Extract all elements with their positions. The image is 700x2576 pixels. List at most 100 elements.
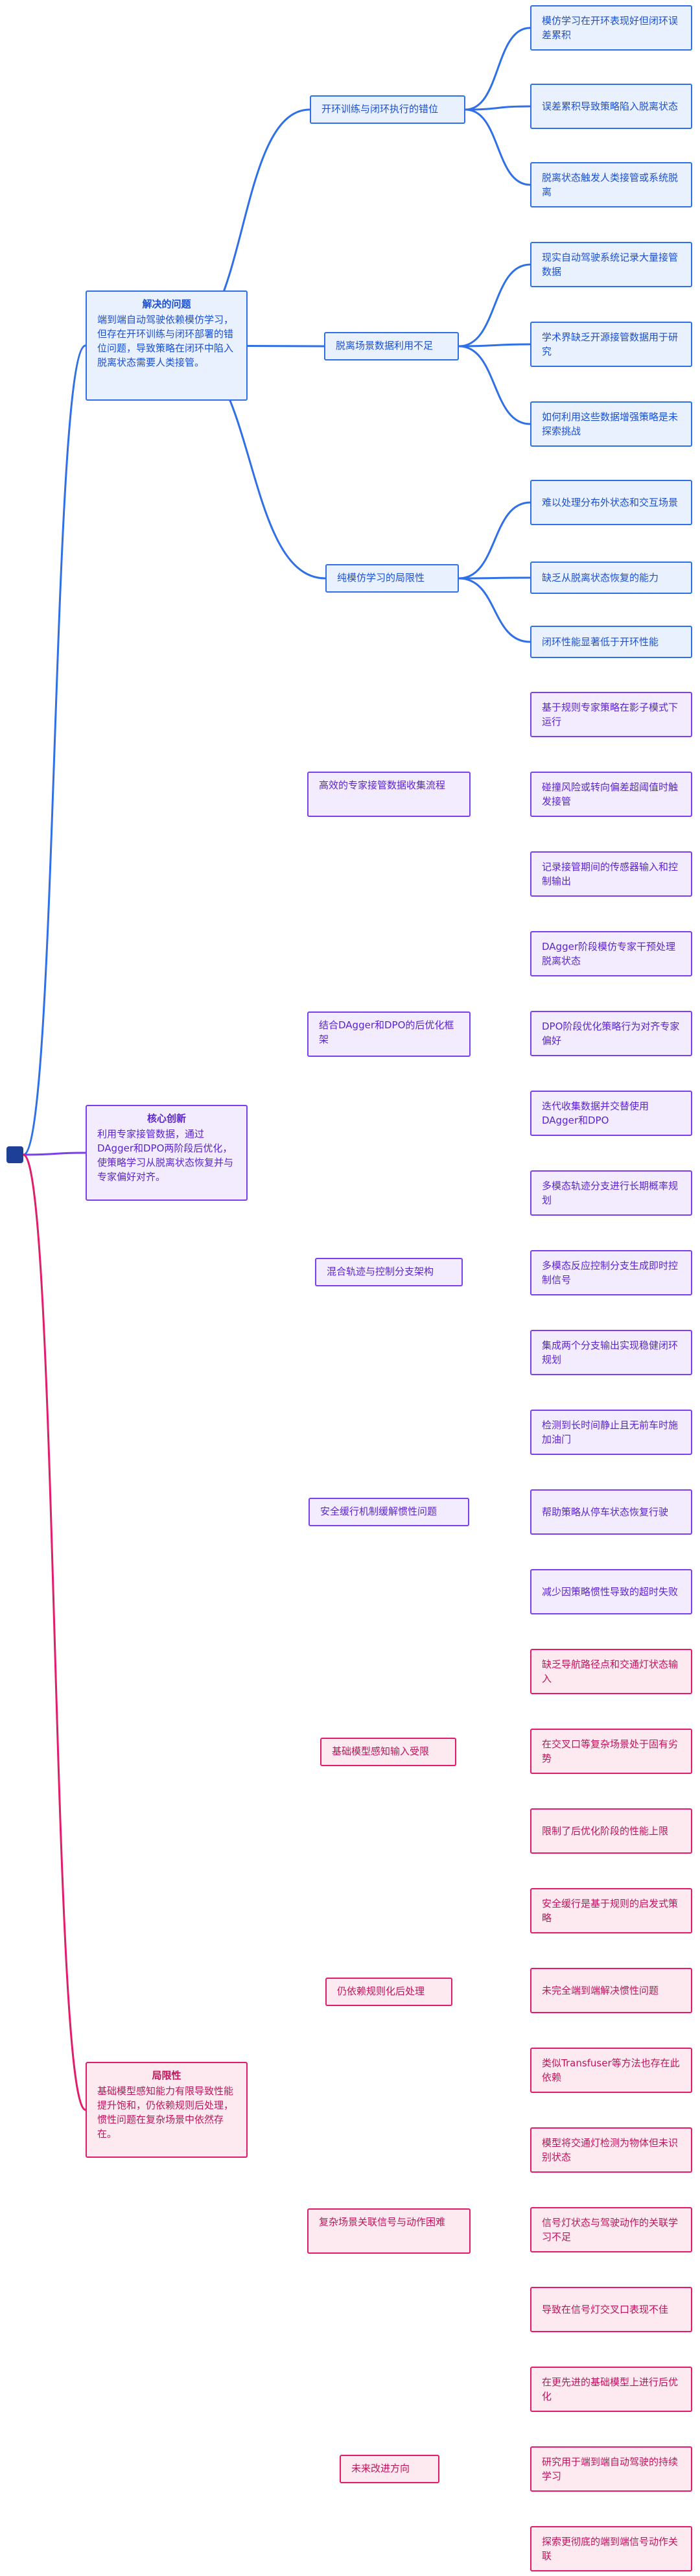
section-title: 局限性 — [152, 2070, 181, 2081]
leaf-label: 帮助策略从停车状态恢复行驶 — [542, 1506, 669, 1518]
connector-line — [471, 2231, 530, 2310]
mid-node[interactable]: 高效的专家接管数据收集流程 — [307, 772, 471, 817]
leaf-label: 集成两个分支输出实现稳健闭环规划 — [542, 1340, 679, 1365]
leaf-node[interactable]: DAgger阶段模仿专家干预处理脱离状态 — [530, 931, 692, 976]
leaf-node[interactable]: 闭环性能显著低于开环性能 — [530, 626, 692, 658]
mid-label: 混合轨迹与控制分支架构 — [327, 1266, 434, 1277]
mid-label: 开环训练与闭环执行的错位 — [321, 103, 439, 115]
mid-node[interactable]: 仍依赖规则化后处理 — [325, 1978, 452, 2006]
leaf-label: 导致在信号灯交叉口表现不佳 — [542, 2304, 669, 2315]
leaf-label: 模型将交通灯检测为物体但未识别状态 — [542, 2137, 679, 2163]
leaf-node[interactable]: 导致在信号灯交叉口表现不佳 — [530, 2287, 692, 2332]
section-innovation[interactable]: 核心创新 利用专家接管数据，通过DAgger和DPO两阶段后优化，使策略学习从脱… — [86, 1105, 248, 1201]
connector-line — [23, 1153, 86, 2111]
leaf-label: 模仿学习在开环表现好但闭环误差累积 — [542, 15, 679, 41]
leaf-label: 在交叉口等复杂场景处于固有劣势 — [542, 1738, 679, 1764]
leaf-node[interactable]: 帮助策略从停车状态恢复行驶 — [530, 1489, 692, 1535]
leaf-node[interactable]: 迭代收集数据并交替使用DAgger和DPO — [530, 1091, 692, 1136]
connector-line — [458, 577, 531, 643]
connector-line — [452, 1991, 530, 1992]
connector-line — [469, 1512, 530, 1592]
connector-line — [439, 2469, 530, 2549]
leaf-label: 多模态反应控制分支生成即时控制信号 — [542, 1260, 679, 1286]
leaf-node[interactable]: 研究用于端到端自动驾驶的持续学习 — [530, 2446, 692, 2492]
leaf-label: 碰撞风险或转向偏差超阈值时触发接管 — [542, 781, 679, 807]
connector-line — [456, 1751, 530, 1752]
connector-line — [87, 12, 307, 794]
leaf-label: 误差累积导致策略陷入脱离状态 — [542, 100, 679, 112]
leaf-node[interactable]: 学术界缺乏开源接管数据用于研究 — [530, 322, 692, 367]
leaf-label: 类似Transfuser等方法也存在此依赖 — [542, 2057, 680, 2083]
mid-node[interactable]: 安全缓行机制缓解惯性问题 — [309, 1498, 469, 1526]
root-node[interactable] — [6, 1146, 23, 1163]
leaf-node[interactable]: 误差累积导致策略陷入脱离状态 — [530, 84, 692, 129]
section-body: 端到端自动驾驶依赖模仿学习，但存在开环训练与闭环部署的错位问题，导致策略在闭环中… — [97, 314, 234, 368]
leaf-node[interactable]: 类似Transfuser等方法也存在此依赖 — [530, 2048, 692, 2093]
mid-label: 仍依赖规则化后处理 — [337, 1985, 425, 1997]
leaf-node[interactable]: 信号灯状态与驾驶动作的关联学习不足 — [530, 2207, 692, 2252]
leaf-node[interactable]: 缺乏导航路径点和交通灯状态输入 — [530, 1649, 692, 1694]
leaf-label: DPO阶段优化策略行为对齐专家偏好 — [542, 1021, 680, 1046]
leaf-node[interactable]: 多模态反应控制分支生成即时控制信号 — [530, 1250, 692, 1295]
mid-node[interactable]: 复杂场景关联信号与动作困难 — [307, 2208, 471, 2254]
leaf-node[interactable]: 脱离状态触发人类接管或系统脱离 — [530, 162, 692, 207]
connector-line — [10, 12, 23, 1155]
leaf-node[interactable]: 基于规则专家策略在影子模式下运行 — [530, 692, 692, 737]
leaf-label: 检测到长时间静止且无前车时施加油门 — [542, 1419, 679, 1445]
leaf-node[interactable]: 记录接管期间的传感器输入和控制输出 — [530, 851, 692, 897]
connector-line — [465, 108, 531, 186]
section-problems[interactable]: 解决的问题 端到端自动驾驶依赖模仿学习，但存在开环训练与闭环部署的错位问题，导致… — [86, 290, 248, 401]
mid-label: 安全缓行机制缓解惯性问题 — [320, 1506, 438, 1517]
leaf-node[interactable]: 模型将交通灯检测为物体但未识别状态 — [530, 2127, 692, 2173]
mid-label: 复杂场景关联信号与动作困难 — [319, 2216, 446, 2228]
leaf-node[interactable]: 安全缓行是基于规则的启发式策略 — [530, 1888, 692, 1933]
connector-line — [469, 1432, 530, 1512]
connector-line — [439, 2389, 530, 2469]
leaf-label: 减少因策略惯性导致的超时失败 — [542, 1586, 679, 1598]
mid-node[interactable]: 基础模型感知输入受限 — [320, 1738, 456, 1766]
leaf-node[interactable]: DPO阶段优化策略行为对齐专家偏好 — [530, 1011, 692, 1056]
leaf-label: 信号灯状态与驾驶动作的关联学习不足 — [542, 2217, 679, 2243]
mid-node[interactable]: 混合轨迹与控制分支架构 — [315, 1258, 463, 1286]
leaf-node[interactable]: 探索更彻底的端到端信号动作关联 — [530, 2526, 692, 2571]
mid-node[interactable]: 纯模仿学习的局限性 — [325, 564, 459, 593]
leaf-node[interactable]: 多模态轨迹分支进行长期概率规划 — [530, 1170, 692, 1216]
connector-line — [87, 12, 307, 1034]
leaf-label: 如何利用这些数据增强策略是未探索挑战 — [542, 411, 679, 437]
leaf-node[interactable]: 检测到长时间静止且无前车时施加油门 — [530, 1410, 692, 1455]
mid-label: 纯模仿学习的局限性 — [337, 572, 425, 584]
leaf-label: 限制了后优化阶段的性能上限 — [542, 1825, 669, 1837]
leaf-node[interactable]: 碰撞风险或转向偏差超阈值时触发接管 — [530, 772, 692, 817]
connector-line — [471, 794, 530, 874]
connector-line — [23, 344, 86, 1156]
leaf-node[interactable]: 难以处理分布外状态和交互场景 — [530, 480, 692, 525]
connector-line — [10, 12, 23, 1155]
mid-label: 脱离场景数据利用不足 — [336, 340, 434, 351]
leaf-label: 现实自动驾驶系统记录大量接管数据 — [542, 252, 679, 278]
leaf-node[interactable]: 如何利用这些数据增强策略是未探索挑战 — [530, 401, 692, 447]
leaf-node[interactable]: 在更先进的基础模型上进行后优化 — [530, 2367, 692, 2412]
connector-line — [23, 1152, 86, 1156]
mid-node[interactable]: 脱离场景数据利用不足 — [324, 332, 459, 360]
connector-line — [458, 501, 531, 580]
leaf-label: 多模态轨迹分支进行长期概率规划 — [542, 1180, 679, 1206]
connector-line — [10, 49, 23, 1155]
connector-line — [471, 2230, 530, 2231]
mid-node[interactable]: 结合DAgger和DPO的后优化框架 — [307, 1011, 471, 1057]
mid-node[interactable]: 开环训练与闭环执行的错位 — [310, 95, 465, 124]
leaf-node[interactable]: 集成两个分支输出实现稳健闭环规划 — [530, 1330, 692, 1375]
mid-node[interactable]: 未来改进方向 — [340, 2455, 439, 2483]
leaf-label: 安全缓行是基于规则的启发式策略 — [542, 1898, 679, 1924]
leaf-node[interactable]: 限制了后优化阶段的性能上限 — [530, 1808, 692, 1854]
leaf-label: 难以处理分布外状态和交互场景 — [542, 497, 679, 508]
connector-line — [471, 2150, 530, 2231]
leaf-node[interactable]: 缺乏从脱离状态恢复的能力 — [530, 561, 692, 594]
section-limitations[interactable]: 局限性 基础模型感知能力有限导致性能提升饱和，仍依赖规则后处理，惯性问题在复杂场… — [86, 2062, 248, 2158]
leaf-node[interactable]: 在交叉口等复杂场景处于固有劣势 — [530, 1729, 692, 1774]
leaf-node[interactable]: 现实自动驾驶系统记录大量接管数据 — [530, 242, 692, 287]
leaf-node[interactable]: 减少因策略惯性导致的超时失败 — [530, 1569, 692, 1614]
leaf-label: 学术界缺乏开源接管数据用于研究 — [542, 331, 679, 357]
mid-label: 未来改进方向 — [351, 2463, 410, 2474]
leaf-node[interactable]: 模仿学习在开环表现好但闭环误差累积 — [530, 5, 692, 51]
leaf-node[interactable]: 未完全端到端解决惯性问题 — [530, 1968, 692, 2013]
